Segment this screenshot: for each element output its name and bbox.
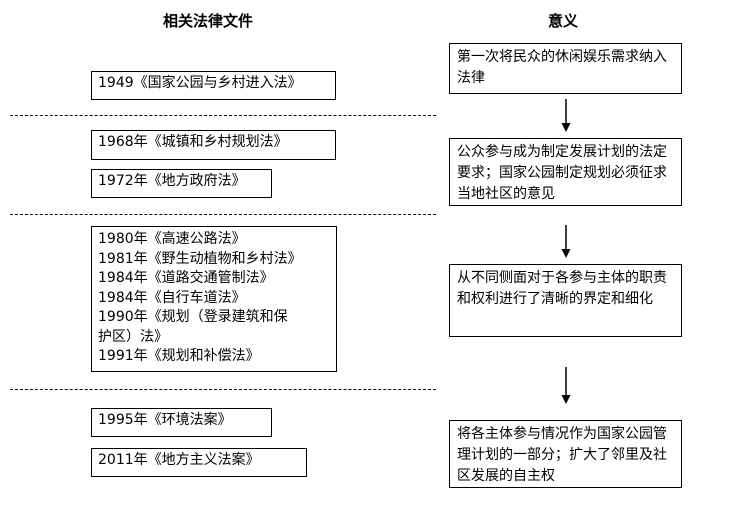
law-item: 1981年《野生动植物和乡村法》	[98, 250, 302, 267]
law-item: 2011年《地方主义法案》	[98, 452, 260, 468]
law-item: 1991年《规划和补偿法》	[98, 348, 260, 364]
law-item: 1990年《规划（登录建筑和保	[98, 309, 288, 325]
significance-box-group-4: 将各主体参与情况作为国家公园管理计划的一部分；扩大了邻里及社区发展的自主权	[449, 420, 682, 488]
law-box-group-2b: 1972年《地方政府法》	[91, 169, 272, 198]
header-significance: 意义	[548, 12, 579, 30]
law-box-group-3: 1980年《高速公路法》 1981年《野生动植物和乡村法》 1984年《道路交通…	[91, 226, 337, 372]
header-related-legal-documents: 相关法律文件	[163, 12, 254, 30]
significance-box-group-3: 从不同侧面对于各参与主体的职责和权利进行了清晰的界定和细化	[449, 264, 682, 337]
law-box-group-4b: 2011年《地方主义法案》	[91, 448, 307, 477]
down-arrow-icon	[561, 99, 571, 132]
down-arrow-icon	[561, 367, 571, 404]
law-item: 1995年《环境法案》	[98, 412, 232, 428]
law-item: 1984年《自行车道法》	[98, 289, 246, 306]
law-box-group-4a: 1995年《环境法案》	[91, 408, 272, 437]
law-item: 1949《国家公园与乡村进入法》	[98, 75, 302, 91]
significance-box-group-2: 公众参与成为制定发展计划的法定要求；国家公园制定规划必须征求当地社区的意见	[449, 138, 682, 206]
law-box-group-1: 1949《国家公园与乡村进入法》	[91, 71, 336, 100]
significance-text: 第一次将民众的休闲娱乐需求纳入法律	[457, 49, 667, 86]
law-item: 1972年《地方政府法》	[98, 173, 246, 189]
group-divider	[10, 389, 436, 390]
group-divider	[10, 214, 436, 215]
significance-text: 公众参与成为制定发展计划的法定要求；国家公园制定规划必须征求当地社区的意见	[457, 144, 667, 202]
significance-text: 从不同侧面对于各参与主体的职责和权利进行了清晰的界定和细化	[457, 270, 667, 307]
significance-text: 将各主体参与情况作为国家公园管理计划的一部分；扩大了邻里及社区发展的自主权	[457, 426, 667, 484]
down-arrow-icon	[561, 225, 571, 258]
law-item: 1984年《道路交通管制法》	[98, 270, 274, 286]
law-item: 1968年《城镇和乡村规划法》	[98, 134, 288, 150]
law-item: 护区）法》	[98, 328, 168, 345]
law-item: 1980年《高速公路法》	[98, 231, 246, 247]
law-box-group-2a: 1968年《城镇和乡村规划法》	[91, 130, 336, 160]
group-divider	[10, 115, 436, 116]
significance-box-group-1: 第一次将民众的休闲娱乐需求纳入法律	[449, 43, 682, 94]
